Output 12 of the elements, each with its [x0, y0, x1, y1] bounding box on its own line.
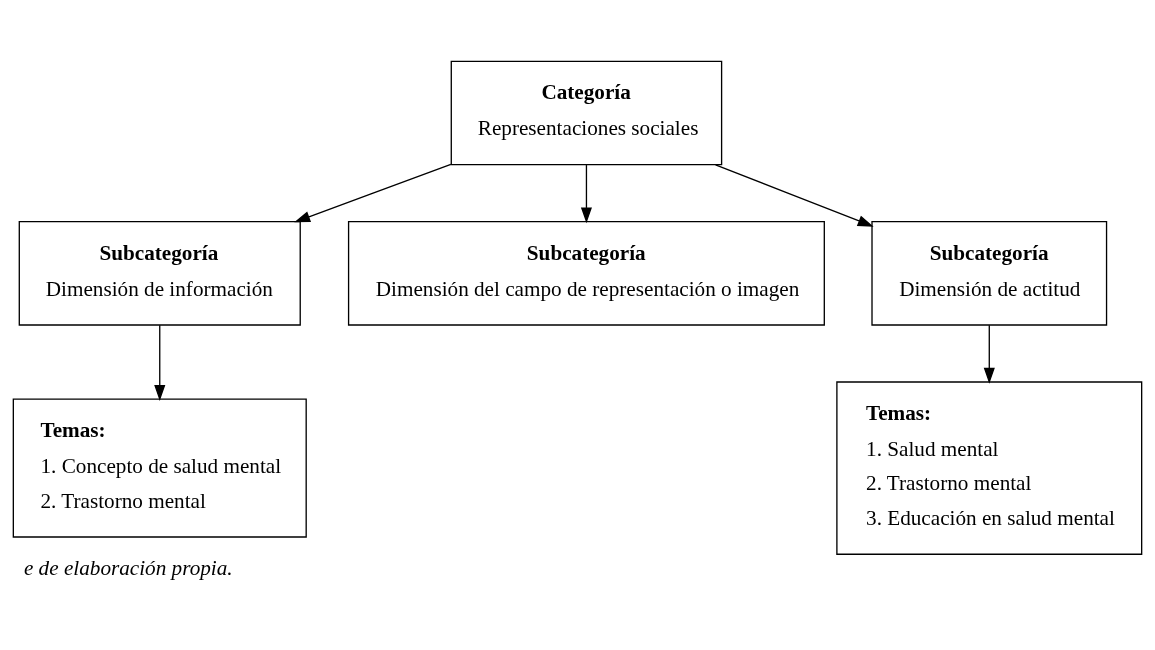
- arrow: [294, 163, 452, 223]
- arrow: [714, 164, 874, 227]
- node-box: Temas: 1. Salud mental 2. Trastorno mental 3. Educación en salud mental: [836, 381, 1143, 555]
- node-box: Subcategoría Dimensión de actitud: [871, 220, 1108, 326]
- node-box: Categoría Representaciones sociales: [450, 60, 723, 166]
- node-box: Subcategoría Dimensión del campo de representación o imagen: [347, 220, 825, 326]
- arrow: [580, 164, 592, 224]
- caption: e de elaboración propia.: [23, 556, 233, 581]
- arrow: [983, 324, 995, 384]
- arrow: [154, 324, 166, 401]
- node-box: Subcategoría Dimensión de información: [18, 220, 301, 326]
- node-box: Temas: 1. Concepto de salud mental 2. Trastorno mental: [12, 398, 307, 538]
